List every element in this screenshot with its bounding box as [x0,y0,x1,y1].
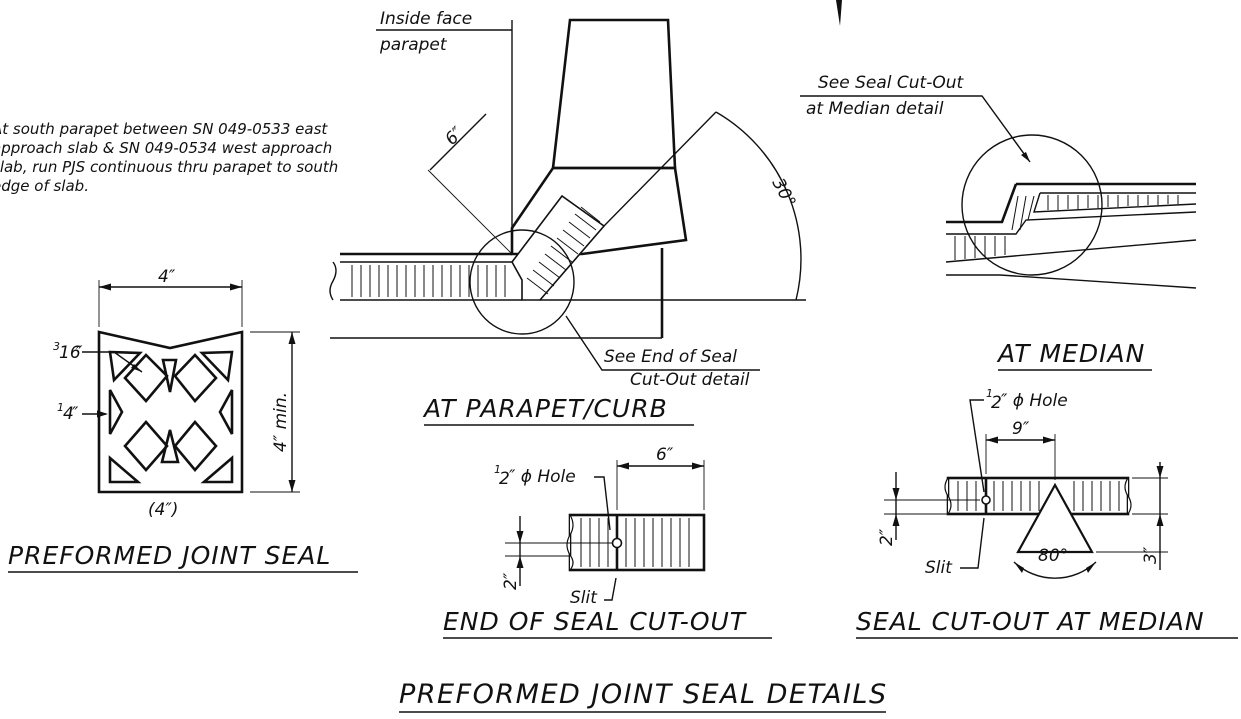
wall-thickness-num: 1 [57,401,64,414]
pjs-width-dim: 4″ [158,267,176,287]
note-line-2: approach slab & SN 049-0534 west approac… [0,139,332,157]
median-hole-label: ″ ϕ Hole [1001,391,1068,411]
end-hole-den: 2 [499,469,510,489]
median-callout-1: See Seal Cut-Out [818,73,965,93]
median-notch-angle: 80° [1038,546,1068,566]
sheet-title: PREFORMED JOINT SEAL DETAILS [399,679,888,710]
median-cutout-hole [981,495,991,505]
median-cutout-title: SEAL CUT-OUT AT MEDIAN [856,607,1205,636]
end-slit-label: Slit [570,588,598,608]
median-cutout-detail: 80° 9″ 1 2 ″ ϕ Hole 2″ 3″ Slit SEAL CUT-… [856,387,1238,639]
seal-hatching-parapet [351,265,506,297]
parapet-detail-title: AT PARAPET/CURB [422,394,668,423]
pjs-height-dim: 4″ min. [271,392,291,452]
north-arrow-stub [836,0,842,26]
seal-hatching-end [580,518,690,567]
median-slit-label: Slit [925,558,953,578]
parapet-angle-dim: 30° [768,175,800,211]
end-cutout-detail: 6″ 1 2 ″ ϕ Hole 2″ Slit END OF SEAL CUT-… [443,445,772,639]
median-hole-num: 1 [986,387,993,400]
seal-hatching-median [954,195,1179,260]
end-seal-callout-2: Cut-Out detail [630,370,750,390]
seal-outline [97,330,244,494]
parapet-offset-dim: 6″ [441,123,468,150]
median-spacing-dim: 9″ [1012,419,1030,439]
end-hole-label: ″ ϕ Hole [509,467,576,487]
web-thickness-unit: ″ [76,343,83,363]
inside-face-label-1: Inside face [380,9,472,29]
end-cutout-hole [611,537,623,549]
median-notch [1016,482,1094,554]
pjs-section-detail: 4″ 4″ min. 3 16 ″ 1 4 ″ (4″) PREFORMED J… [8,267,358,573]
median-hole-den: 2 [991,393,1002,413]
inside-face-label-2: parapet [379,35,448,55]
parapet-curb-detail: Inside face parapet 6″ 30° See End of Se… [329,9,806,426]
seal-hatching-median-cutout [957,481,1120,511]
pjs-section-title: PREFORMED JOINT SEAL [8,541,331,570]
median-right-dim: 3″ [1141,546,1161,564]
note-line-3: slab, run PJS continuous thru parapet to… [0,158,338,176]
note-line-4: edge of slab. [0,177,89,195]
wall-thickness-unit: ″ [72,404,79,424]
end-hole-num: 1 [494,463,501,476]
wall-thickness-den: 4 [63,404,74,424]
end-cutout-depth-dim: 2″ [501,572,521,590]
end-cutout-length-dim: 6″ [656,445,674,465]
end-cutout-title: END OF SEAL CUT-OUT [443,607,747,636]
seal-webs [108,350,234,484]
median-callout-2: at Median detail [806,99,944,119]
web-thickness-num: 3 [53,340,60,353]
web-thickness-den: 16 [59,343,81,363]
median-left-dim: 2″ [877,528,897,546]
median-detail: See Seal Cut-Out at Median detail AT MED… [800,73,1197,371]
note-line-1: At south parapet between SN 049-0533 eas… [0,120,328,138]
median-detail-title: AT MEDIAN [996,339,1145,368]
parapet-note: At south parapet between SN 049-0533 eas… [0,120,338,195]
end-seal-callout-1: See End of Seal [604,347,737,367]
pjs-bottom-dim: (4″) [148,500,178,520]
